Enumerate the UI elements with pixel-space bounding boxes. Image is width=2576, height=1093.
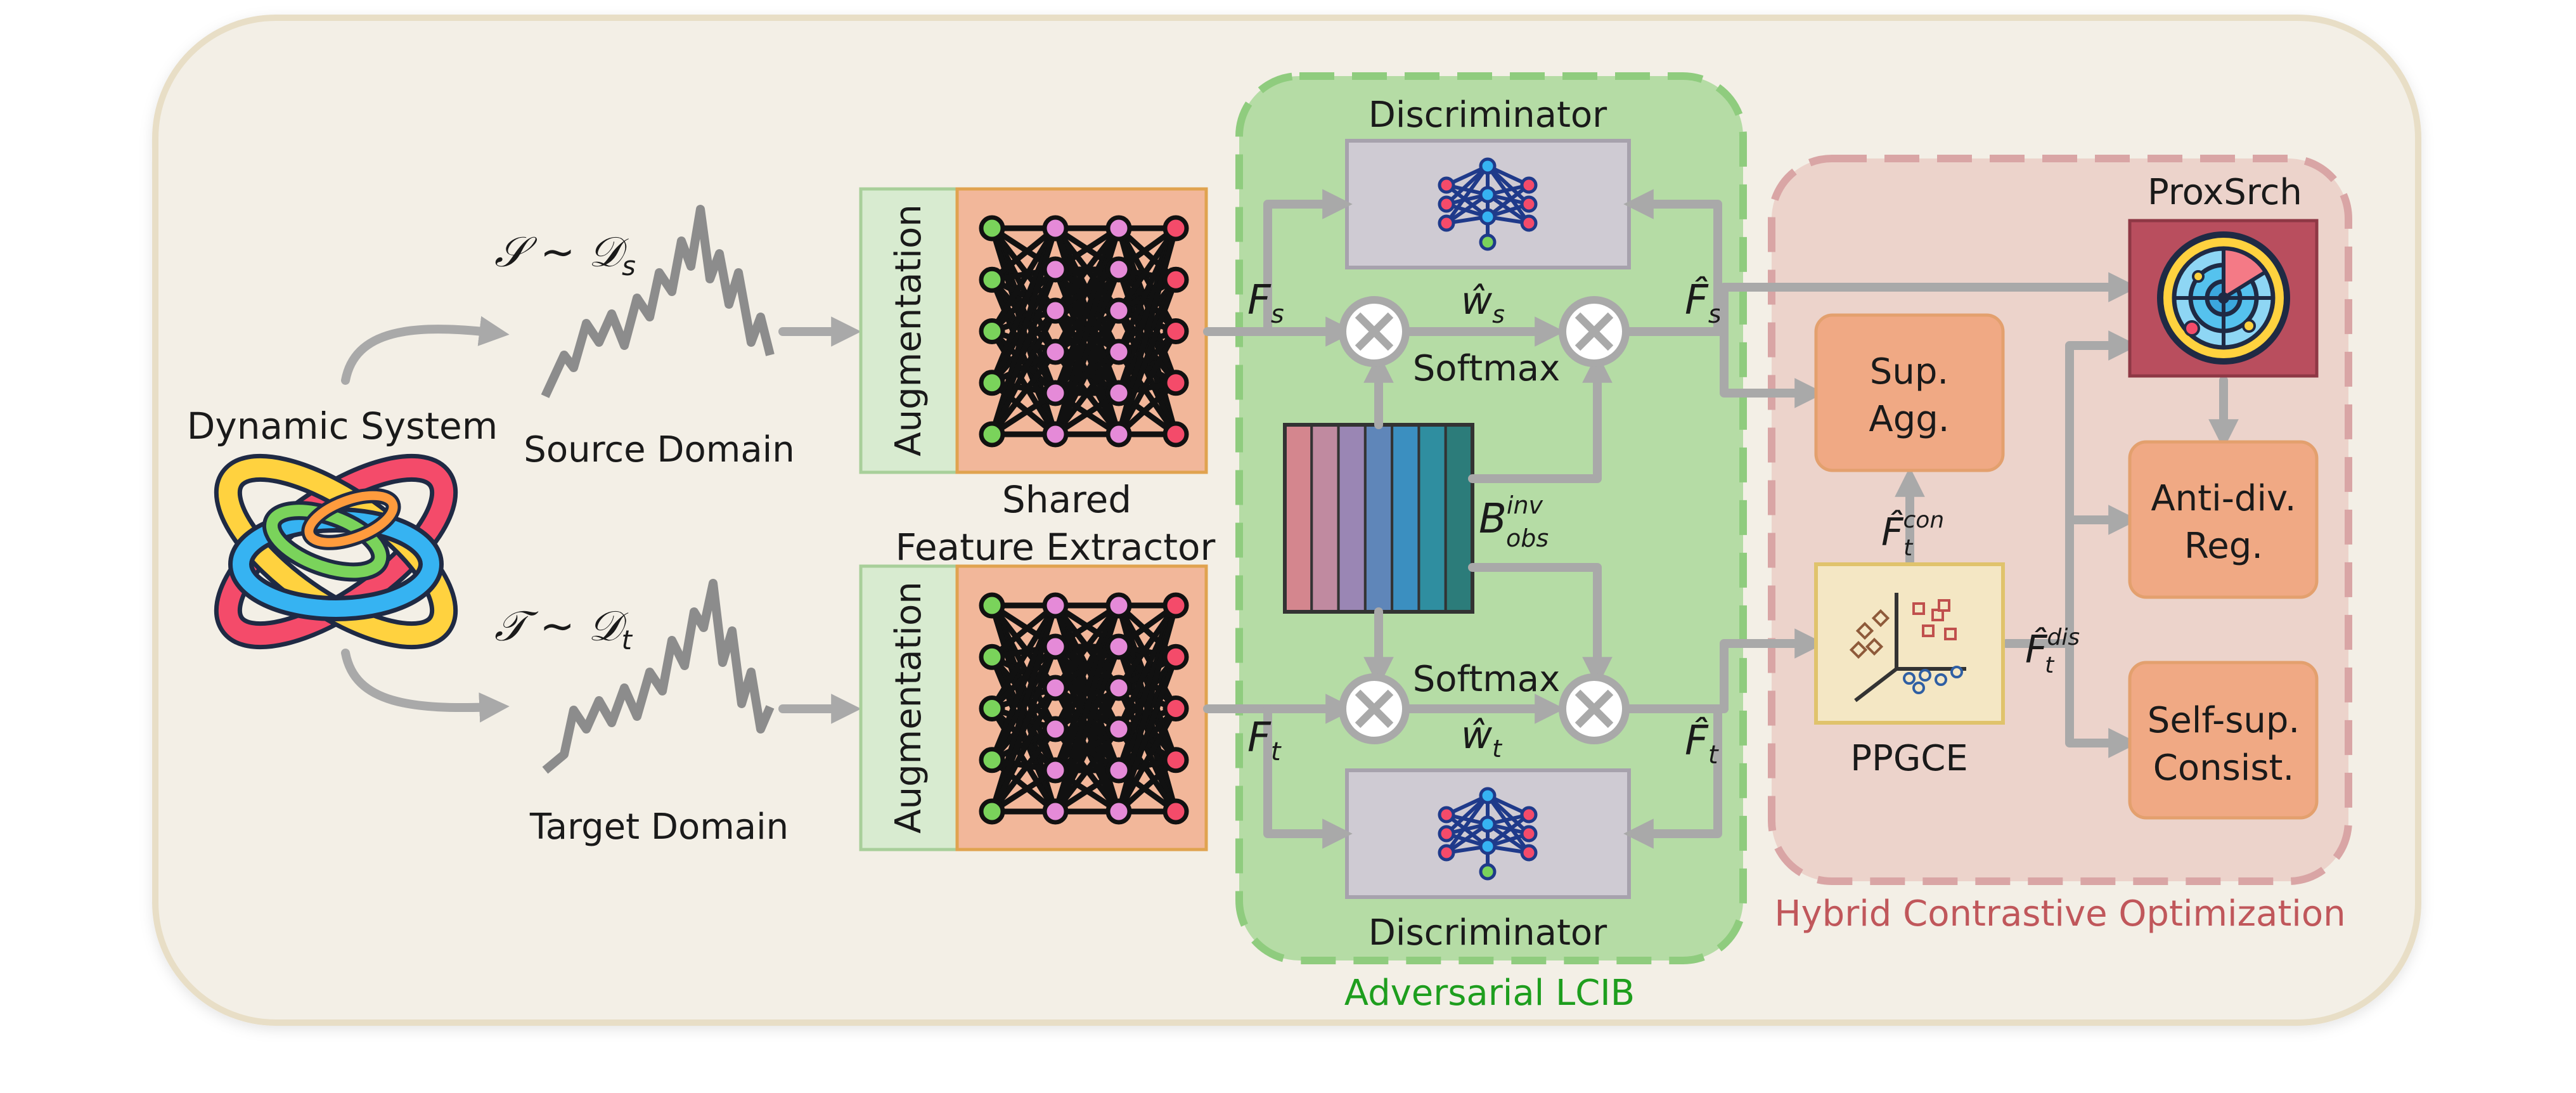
arrow-fs-to-disc-top	[1263, 189, 1353, 336]
augmentation-label-target: Augmentation	[888, 581, 929, 833]
radar-icon	[2157, 231, 2290, 365]
source-math: 𝒮 ∼ 𝒟s	[494, 228, 636, 281]
antidiv-block	[2128, 440, 2319, 599]
neural-network-icon	[979, 215, 1189, 448]
arrow-bank-to-mult2	[1468, 352, 1613, 483]
augmentation-block-target	[859, 564, 959, 851]
sup-agg-line2: Agg.	[1869, 399, 1949, 440]
f-s-label: Fs	[1247, 277, 1284, 329]
sup-agg-block	[1814, 313, 2005, 472]
arrow-system-to-source	[341, 316, 510, 385]
augmentation-block-source	[859, 187, 959, 474]
ppgce-label: PPGCE	[1850, 738, 1967, 779]
discriminator-top-label: Discriminator	[1368, 94, 1607, 136]
arrow-system-to-target	[341, 649, 510, 723]
f-t-label: Ft	[1247, 715, 1282, 766]
circle-times-icon	[1559, 673, 1630, 744]
ppgce-block	[1814, 562, 2005, 725]
system-label: Dynamic System	[187, 404, 498, 448]
scatter-plot-icon	[1849, 593, 1966, 702]
target-label: Target Domain	[529, 806, 789, 848]
softmax-top: Softmax	[1413, 348, 1561, 389]
fhat-t-label: F̂t	[1685, 716, 1719, 770]
sup-agg-line1: Sup.	[1870, 351, 1948, 392]
source-label: Source Domain	[524, 429, 794, 470]
small-network-icon	[1438, 787, 1538, 881]
colorful-knot-icon	[214, 453, 458, 650]
arrow-bank-to-mult4	[1468, 563, 1613, 687]
proxsrch-label: ProxSrch	[2148, 172, 2302, 213]
target-signal	[542, 579, 775, 774]
w-t-label: ŵt	[1461, 713, 1503, 763]
circle-times-icon	[1339, 673, 1410, 744]
antidiv-line1: Anti-div.	[2151, 478, 2296, 519]
softmax-bottom: Softmax	[1413, 659, 1561, 700]
small-network-icon	[1438, 157, 1538, 251]
invariant-feature-bank	[1284, 424, 1474, 613]
arrow-to-selfsup	[2065, 639, 2139, 758]
shared-label-line1: Shared	[1002, 478, 1131, 521]
arrow-fhat-s-to-supagg	[1720, 283, 1825, 408]
shared-label-line2: Feature Extractor	[896, 526, 1216, 569]
target-math: 𝒯 ∼ 𝒟t	[494, 602, 633, 656]
circle-times-icon	[1339, 296, 1410, 367]
arrow-fhat-t-to-disc-bottom	[1623, 704, 1722, 849]
fhat-s-label: F̂s	[1685, 275, 1722, 329]
hco-title: Hybrid Contrastive Optimization	[1774, 893, 2345, 935]
selfsup-block	[2128, 661, 2319, 820]
discriminator-bottom-label: Discriminator	[1368, 912, 1607, 954]
arrow-fhat-s-to-disc-top	[1623, 189, 1722, 336]
arrow-to-proxsrch	[2065, 330, 2139, 648]
lcib-title: Adversarial LCIB	[1344, 973, 1635, 1014]
augmentation-label-source: Augmentation	[888, 204, 929, 456]
arrow-fhat-t-to-ppgce	[1720, 628, 1825, 713]
selfsup-line1: Self-sup.	[2148, 700, 2300, 741]
circle-times-icon	[1559, 296, 1630, 367]
arrow-ft-to-disc-bottom	[1263, 704, 1353, 849]
source-signal	[541, 205, 775, 398]
w-s-label: ŵs	[1461, 279, 1505, 328]
selfsup-line2: Consist.	[2153, 747, 2295, 789]
antidiv-line2: Reg.	[2184, 526, 2263, 567]
neural-network-icon	[979, 592, 1189, 825]
